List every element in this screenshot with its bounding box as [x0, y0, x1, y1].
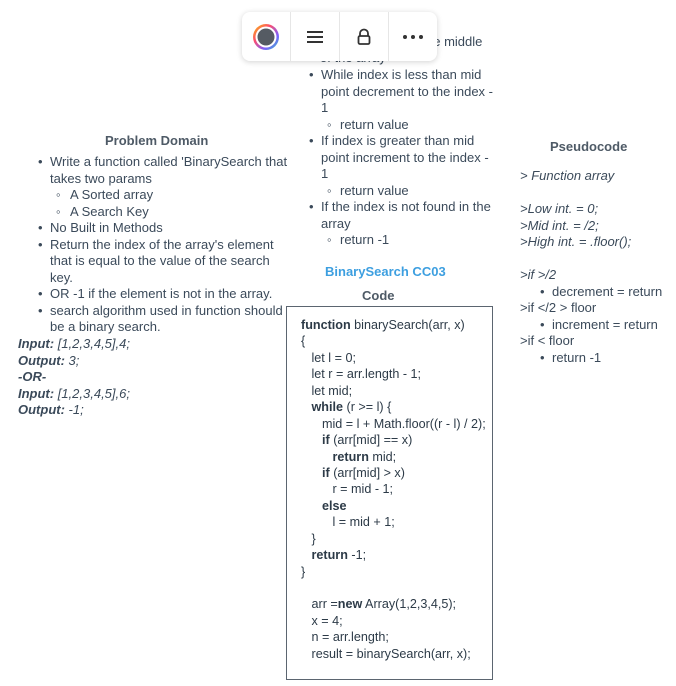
code-line: if (arr[mid] == x)	[322, 433, 413, 448]
list-item: No Built in Methods	[36, 220, 296, 237]
more-options-button[interactable]	[389, 12, 437, 61]
code-keyword: if	[322, 433, 330, 448]
pseudo-line: >Mid int. = /2;	[520, 217, 599, 233]
pseudocode-block: > Function array >Low int. = 0; >Mid int…	[520, 168, 662, 366]
pseudo-bullet: return -1	[520, 350, 662, 367]
io-value: 3;	[64, 352, 80, 368]
code-line: let l = 0;	[301, 350, 356, 365]
code-line: if (arr[mid] > x)	[322, 465, 405, 480]
list-item: Return the index of the array's element …	[36, 237, 296, 287]
algorithm-steps-list: While index is less than mid point decre…	[307, 67, 499, 249]
io-separator: -OR-	[18, 369, 47, 384]
input-output-examples: Input: [1,2,3,4,5],4; Output: 3; -OR- In…	[18, 336, 130, 419]
code-line: {	[301, 334, 306, 349]
code-keyword: if	[322, 465, 330, 480]
code-line: l = mid + 1;	[301, 515, 395, 530]
code-line	[301, 580, 492, 596]
io-label: Output:	[18, 352, 65, 368]
io-value: -1;	[64, 402, 84, 417]
code-line: n = arr.length;	[301, 630, 389, 645]
code-line: return mid;	[332, 449, 397, 464]
pseudo-line: > Function array	[520, 168, 615, 183]
sub-list-item: return -1	[307, 232, 499, 249]
lock-icon	[357, 28, 371, 45]
list-item: If the index is not found in the array	[307, 199, 499, 232]
sub-list-item: return value	[307, 117, 499, 134]
code-line: result = binarySearch(arr, x);	[301, 646, 471, 661]
list-item: Write a function called 'BinarySearch th…	[36, 154, 296, 220]
code-line: }	[301, 564, 306, 579]
problem-domain-list: Write a function called 'BinarySearch th…	[36, 154, 296, 336]
code-keyword: function	[301, 318, 351, 332]
io-value: [1,2,3,4,5],4;	[54, 336, 130, 351]
list-item-text: If the index is not found in the array	[321, 199, 491, 231]
pseudo-line: >if </2 > floor	[520, 300, 597, 315]
pseudo-line: >if < floor	[520, 333, 575, 348]
list-item-text: Write a function called 'BinarySearch th…	[50, 154, 288, 186]
io-value: [1,2,3,4,5],6;	[54, 385, 130, 401]
code-line: r = mid - 1;	[301, 482, 394, 497]
sub-list-item: A Search Key	[56, 204, 296, 221]
partial-text-top: he middle	[426, 34, 483, 49]
code-keyword: return	[332, 449, 369, 464]
pseudocode-title: Pseudocode	[550, 139, 628, 154]
list-item: If index is greater than mid point incre…	[307, 133, 499, 183]
sub-list-item: A Sorted array	[56, 187, 296, 204]
sub-list-item: return value	[307, 183, 499, 200]
list-item: search algorithm used in function should…	[36, 303, 296, 336]
io-label: Input:	[18, 385, 55, 401]
io-label: Input:	[18, 336, 55, 351]
list-item: OR -1 if the element is not in the array…	[36, 286, 296, 303]
pseudo-line: >Low int. = 0;	[520, 201, 599, 216]
menu-button[interactable]	[291, 12, 339, 61]
code-line: }	[301, 531, 316, 546]
code-line: return -1;	[311, 548, 367, 563]
menu-icon	[307, 30, 323, 43]
code-line: mid = l + Math.floor((r - l) / 2);	[301, 416, 486, 431]
cc03-title: BinarySearch CC03	[325, 264, 446, 279]
code-line: while (r >= l) {	[311, 400, 392, 415]
code-keyword: else	[322, 498, 347, 513]
problem-domain-title: Problem Domain	[105, 133, 209, 148]
pseudo-line: >if >/2	[520, 267, 557, 282]
color-icon	[253, 23, 279, 50]
lock-button[interactable]	[340, 12, 388, 61]
code-line: let r = arr.length - 1;	[301, 367, 422, 382]
code-title: Code	[362, 288, 395, 303]
code-keyword: new	[337, 597, 363, 612]
pseudo-bullet: decrement = return	[520, 284, 662, 301]
list-item-text: While index is less than mid point decre…	[321, 67, 493, 115]
code-line: function binarySearch(arr, x)	[301, 318, 465, 332]
code-block: function binarySearch(arr, x) { let l = 0…	[286, 306, 493, 680]
code-line: let mid;	[301, 383, 353, 398]
code-line: arr =new Array(1,2,3,4,5);	[301, 597, 457, 612]
color-picker-button[interactable]	[242, 12, 290, 61]
code-line: x = 4;	[301, 613, 343, 628]
code-line: else	[301, 498, 492, 514]
list-item: While index is less than mid point decre…	[307, 67, 499, 117]
pseudo-line: >High int. = .floor();	[520, 234, 632, 249]
io-label: Output:	[18, 402, 65, 417]
list-item-text: If index is greater than mid point incre…	[321, 133, 489, 181]
code-keyword: while	[311, 400, 344, 415]
code-keyword: return	[311, 548, 348, 563]
more-icon	[403, 34, 423, 39]
floating-toolbar	[242, 12, 437, 61]
pseudo-bullet: increment = return	[520, 317, 662, 334]
